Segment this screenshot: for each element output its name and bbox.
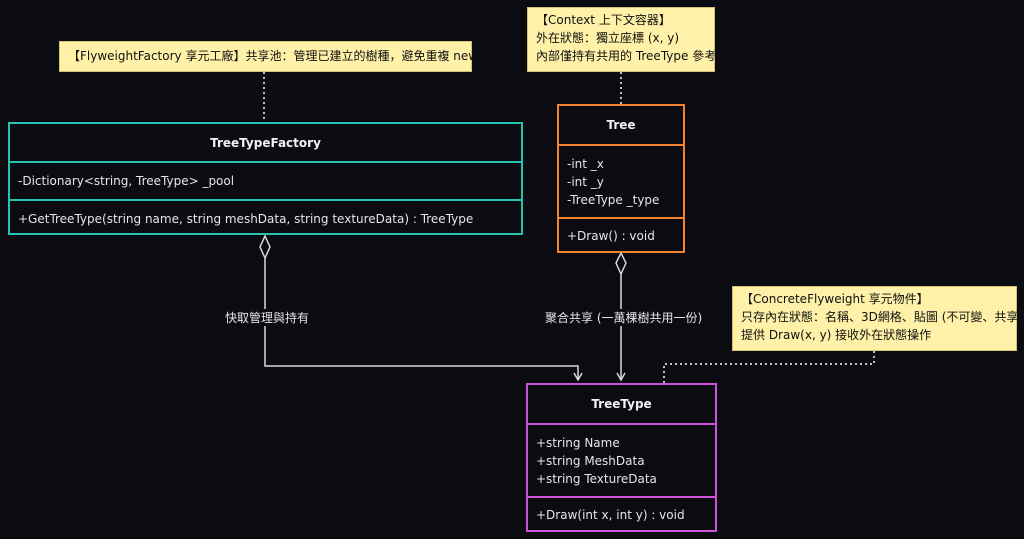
class-treetype: TreeType +string Name +string MeshData +… <box>526 383 717 532</box>
note-context: 【Context 上下文容器】 外在狀態：獨立座標 (x, y) 內部僅持有共用… <box>527 7 717 72</box>
relation-label-factory: 快取管理與持有 <box>223 309 312 326</box>
note-concrete-line-1: 【ConcreteFlyweight 享元物件】 <box>741 292 929 306</box>
note-context-line-1: 【Context 上下文容器】 <box>536 13 671 27</box>
attribute: +string TextureData <box>536 471 657 486</box>
operation-compartment: +Draw(int x, int y) : void <box>528 496 715 532</box>
note-factory-text: 【FlyweightFactory 享元工廠】共享池：管理已建立的樹種，避免重複… <box>68 49 479 63</box>
attribute-compartment: +string Name +string MeshData +string Te… <box>528 423 715 496</box>
class-name: TreeType <box>591 397 652 411</box>
operation-compartment: +Draw() : void <box>559 217 683 253</box>
note-concrete-anchor <box>663 351 875 383</box>
attribute: -int _x <box>567 156 604 171</box>
note-concrete-line-2: 只存內在狀態：名稱、3D網格、貼圖 (不可變、共享) <box>741 310 1024 324</box>
attribute: -int _y <box>567 174 604 189</box>
note-concrete-line-3: 提供 Draw(x, y) 接收外在狀態操作 <box>741 328 932 342</box>
attribute-compartment: -Dictionary<string, TreeType> _pool <box>10 161 521 199</box>
aggregation-line-factory <box>264 258 583 382</box>
attribute: -TreeType _type <box>567 192 660 207</box>
class-treetypefactory: TreeTypeFactory -Dictionary<string, Tree… <box>8 122 523 235</box>
attribute: -Dictionary<string, TreeType> _pool <box>18 174 235 188</box>
attribute: +string MeshData <box>536 453 645 468</box>
operation-compartment: +GetTreeType(string name, string meshDat… <box>10 199 521 237</box>
note-context-line-3: 內部僅持有共用的 TreeType 參考 <box>536 49 717 63</box>
note-concrete-flyweight: 【ConcreteFlyweight 享元物件】 只存內在狀態：名稱、3D網格、… <box>732 286 1024 351</box>
aggregation-diamond-factory <box>259 234 271 260</box>
class-name: Tree <box>606 118 636 132</box>
operation: +Draw() : void <box>567 229 655 243</box>
note-flyweight-factory: 【FlyweightFactory 享元工廠】共享池：管理已建立的樹種，避免重複… <box>59 41 479 72</box>
attribute-compartment: -int _x -int _y -TreeType _type <box>559 144 683 217</box>
operation: +Draw(int x, int y) : void <box>536 508 685 522</box>
class-name: TreeTypeFactory <box>210 135 321 150</box>
attribute: +string Name <box>536 435 620 450</box>
note-context-line-2: 外在狀態：獨立座標 (x, y) <box>536 31 680 45</box>
aggregation-diamond-tree <box>615 251 627 276</box>
operation: +GetTreeType(string name, string meshDat… <box>18 212 474 226</box>
relation-label-tree: 聚合共享 (一萬棵樹共用一份) <box>543 309 705 326</box>
class-tree: Tree -int _x -int _y -TreeType _type +Dr… <box>557 104 685 253</box>
